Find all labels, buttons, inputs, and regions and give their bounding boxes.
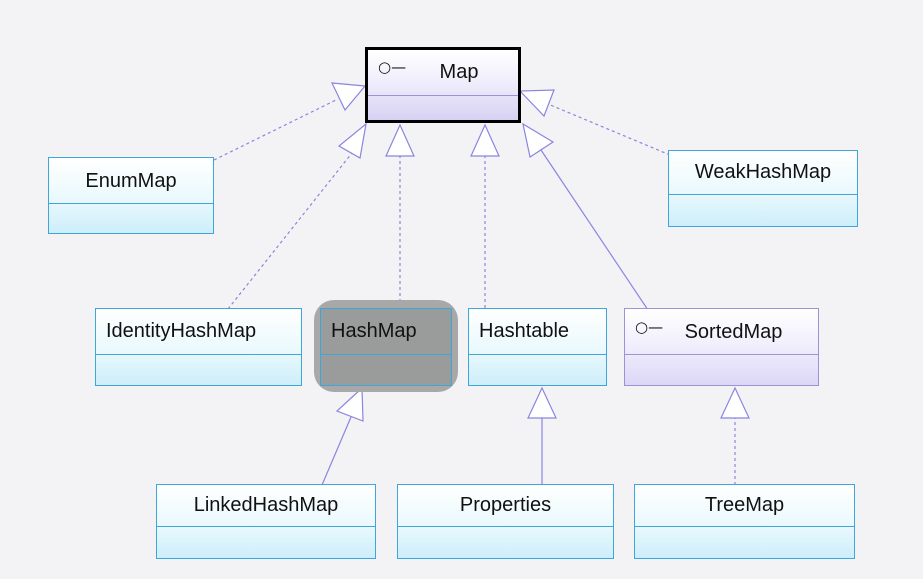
- edge-linkedhashmap-hashmap: [321, 416, 352, 486]
- edge-sortedmap-map: [540, 149, 649, 311]
- arrowhead-enummap-map: [331, 82, 367, 112]
- node-hashmap-label: HashMap: [321, 309, 451, 355]
- interface-icon: ○—: [378, 58, 407, 76]
- edge-enummap-map: [213, 98, 339, 161]
- arrowhead-weakhashmap-map: [518, 89, 555, 118]
- arrowhead-identityhashmap-map: [337, 122, 367, 159]
- edge-weakhashmap-map: [547, 103, 671, 156]
- arrowhead-linkedhashmap-hashmap: [335, 386, 364, 422]
- node-treemap-label: TreeMap: [635, 485, 854, 527]
- node-properties-label: Properties: [398, 485, 613, 527]
- node-treemap[interactable]: TreeMap: [634, 484, 855, 559]
- node-identityhashmap[interactable]: IdentityHashMap: [95, 308, 302, 386]
- node-enummap[interactable]: EnumMap: [48, 157, 214, 234]
- interface-icon: ○—: [635, 318, 664, 336]
- node-hashtable-label: Hashtable: [469, 309, 606, 355]
- node-weakhashmap-label: WeakHashMap: [669, 151, 857, 195]
- node-sortedmap-label: SortedMap: [625, 309, 818, 355]
- node-enummap-label: EnumMap: [49, 158, 213, 204]
- node-identityhashmap-label: IdentityHashMap: [96, 309, 301, 355]
- arrowhead-treemap-sortedmap: [720, 386, 750, 419]
- node-map[interactable]: ○— Map: [365, 47, 521, 123]
- node-hashtable[interactable]: Hashtable: [468, 308, 607, 386]
- arrowhead-hashtable-map: [470, 123, 500, 157]
- node-properties[interactable]: Properties: [397, 484, 614, 559]
- node-linkedhashmap-label: LinkedHashMap: [157, 485, 375, 527]
- edge-identityhashmap-map: [227, 152, 353, 310]
- node-weakhashmap[interactable]: WeakHashMap: [668, 150, 858, 227]
- node-linkedhashmap[interactable]: LinkedHashMap: [156, 484, 376, 559]
- node-sortedmap[interactable]: ○— SortedMap: [624, 308, 819, 386]
- node-map-label: Map: [368, 50, 518, 96]
- node-hashmap[interactable]: HashMap: [320, 308, 452, 386]
- arrowhead-properties-hashtable: [527, 386, 557, 419]
- arrowhead-hashmap-map: [385, 123, 415, 157]
- arrowhead-sortedmap-map: [522, 122, 555, 158]
